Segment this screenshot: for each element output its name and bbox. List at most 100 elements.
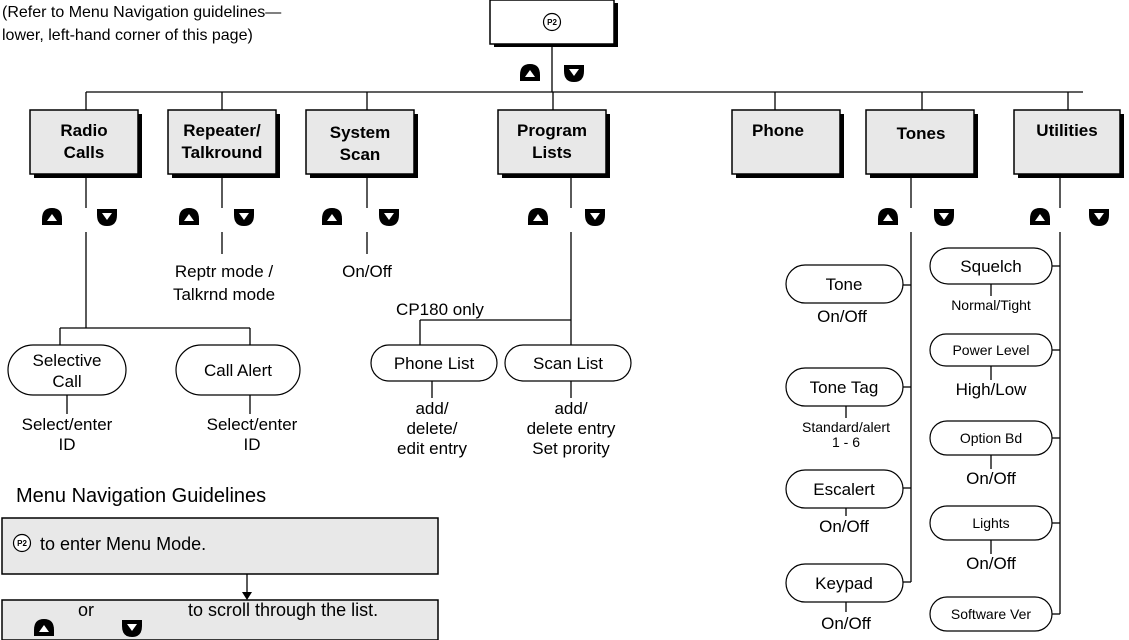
item-label: Scan List	[533, 354, 603, 373]
squelch-item[interactable]: Squelch	[929, 247, 1053, 285]
item-label: Software Ver	[951, 606, 1031, 622]
menu-label: Utilities	[1036, 121, 1097, 140]
box-to-button-lines	[85, 174, 1061, 208]
arrow-down-icon	[242, 592, 252, 600]
guideline-step-1-text: to enter Menu Mode.	[40, 534, 206, 554]
down-arrow-button-icon[interactable]	[585, 209, 605, 226]
item-label: Tone Tag	[810, 378, 879, 397]
down-arrow-button-icon[interactable]	[564, 65, 584, 82]
selective-call-value-line1: Select/enter	[22, 415, 113, 434]
up-arrow-button-icon	[34, 619, 54, 636]
scan-list-value-line1: add/	[554, 399, 587, 418]
guideline-step-2: or to scroll through the list.	[1, 599, 439, 640]
option-bd-item[interactable]: Option Bd	[929, 420, 1053, 456]
menu-box-utilities[interactable]: Utilities	[1013, 109, 1124, 178]
call-alert-value-line1: Select/enter	[207, 415, 298, 434]
scan-list-item[interactable]: Scan List	[504, 344, 632, 382]
system-scan-value: On/Off	[342, 262, 392, 281]
down-arrow-button-icon[interactable]	[934, 209, 954, 226]
tone-value: On/Off	[817, 307, 867, 326]
guideline-step-2-text: to scroll through the list.	[188, 600, 378, 620]
escalert-value: On/Off	[819, 517, 869, 536]
up-arrow-button-icon[interactable]	[1030, 208, 1050, 225]
down-arrow-button-icon[interactable]	[379, 209, 399, 226]
item-label: Option Bd	[960, 430, 1022, 446]
connector-lines	[85, 45, 1083, 110]
menu-label-line1: Program	[517, 121, 587, 140]
radio-calls-subtree	[59, 232, 251, 345]
keypad-value: On/Off	[821, 614, 871, 633]
item-label: Phone List	[394, 354, 475, 373]
reference-note: (Refer to Menu Navigation guidelines— lo…	[2, 4, 281, 44]
software-ver-item[interactable]: Software Ver	[929, 596, 1053, 632]
cp180-only-label: CP180 only	[396, 300, 484, 319]
p2-button-icon	[542, 12, 562, 32]
tones-subtree	[903, 232, 912, 583]
up-arrow-button-icon[interactable]	[528, 208, 548, 225]
up-arrow-button-icon[interactable]	[179, 208, 199, 225]
selective-call-value-line2: ID	[59, 435, 76, 454]
menu-label-line2: Scan	[340, 145, 381, 164]
menu-box-program-lists[interactable]: Program Lists	[497, 109, 610, 178]
selective-call-item[interactable]: Selective Call	[7, 344, 127, 396]
up-arrow-button-icon[interactable]	[322, 208, 342, 225]
guideline-step-2-or: or	[78, 600, 94, 620]
item-label-line1: Selective	[33, 351, 102, 370]
power-level-item[interactable]: Power Level	[929, 333, 1053, 367]
up-arrow-button-icon[interactable]	[42, 208, 62, 225]
menu-label-line1: Radio	[60, 121, 107, 140]
root-box[interactable]	[489, 0, 618, 47]
item-label: Call Alert	[204, 361, 272, 380]
menu-label-line1: Repeater/	[183, 121, 261, 140]
menu-box-repeater-talkround[interactable]: Repeater/ Talkround	[167, 109, 280, 178]
phone-list-value-line3: edit entry	[397, 439, 467, 458]
call-alert-value-line2: ID	[244, 435, 261, 454]
down-arrow-button-icon[interactable]	[97, 209, 117, 226]
item-label: Squelch	[960, 257, 1021, 276]
tone-tag-value-line1: Standard/alert	[802, 419, 890, 435]
keypad-item[interactable]: Keypad	[785, 563, 904, 603]
escalert-item[interactable]: Escalert	[785, 469, 904, 509]
item-label: Tone	[826, 275, 863, 294]
squelch-value: Normal/Tight	[951, 297, 1031, 313]
down-arrow-button-icon[interactable]	[1089, 209, 1109, 226]
menu-label: Phone	[752, 121, 804, 140]
lights-item[interactable]: Lights	[929, 505, 1053, 541]
menu-box-tones[interactable]: Tones	[865, 109, 978, 178]
item-label: Keypad	[815, 574, 873, 593]
item-label-line2: Call	[52, 372, 81, 391]
item-label: Escalert	[813, 480, 875, 499]
power-level-value: High/Low	[956, 380, 1028, 399]
down-arrow-button-icon[interactable]	[234, 209, 254, 226]
menu-box-phone[interactable]: Phone	[731, 109, 844, 178]
call-alert-item[interactable]: Call Alert	[175, 344, 301, 396]
menu-label-line2: Lists	[532, 143, 572, 162]
p2-button-icon	[12, 533, 32, 553]
note-line-2: lower, left-hand corner of this page)	[2, 27, 253, 44]
up-arrow-button-icon[interactable]	[878, 208, 898, 225]
tone-tag-item[interactable]: Tone Tag	[785, 367, 904, 407]
scan-list-value-line3: Set prority	[532, 439, 610, 458]
tone-tag-value-line2: 1 - 6	[832, 434, 860, 450]
lights-value: On/Off	[966, 554, 1016, 573]
repeater-value-line1: Reptr mode /	[175, 262, 274, 281]
phone-list-item[interactable]: Phone List	[370, 344, 498, 382]
scan-list-value-line2: delete entry	[527, 419, 616, 438]
menu-label-line1: System	[330, 123, 390, 142]
option-bd-value: On/Off	[966, 469, 1016, 488]
phone-list-value-line2: delete/	[406, 419, 457, 438]
item-label: Power Level	[952, 342, 1029, 358]
up-arrow-button-icon[interactable]	[520, 64, 540, 81]
repeater-value-line2: Talkrnd mode	[173, 285, 275, 304]
menu-box-system-scan[interactable]: System Scan	[305, 109, 418, 178]
down-arrow-button-icon	[122, 620, 142, 637]
menu-box-radio-calls[interactable]: Radio Calls	[29, 109, 142, 178]
phone-list-value-line1: add/	[415, 399, 448, 418]
note-line-1: (Refer to Menu Navigation guidelines—	[2, 4, 281, 21]
program-lists-subtree	[419, 232, 572, 345]
menu-label-line2: Calls	[64, 143, 105, 162]
tone-item[interactable]: Tone	[785, 264, 904, 304]
guideline-step-1: to enter Menu Mode.	[1, 517, 439, 575]
item-label: Lights	[972, 515, 1009, 531]
